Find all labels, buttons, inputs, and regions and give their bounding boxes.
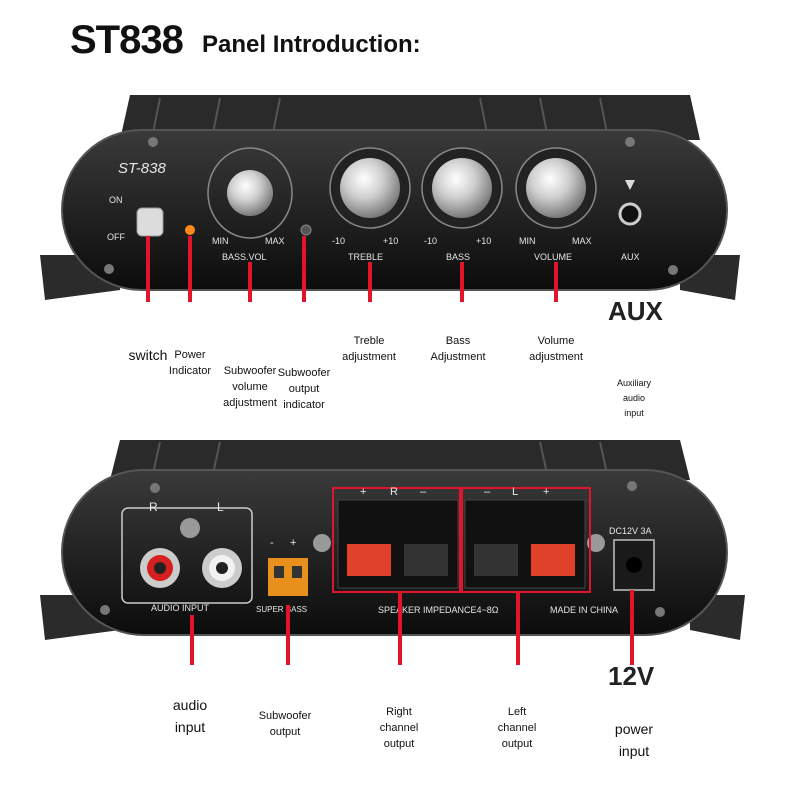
auxiliary-audio-input-label: Auxiliary audio input — [616, 378, 652, 418]
speaker-impedance-label: SPEAKER IMPEDANCE4~8Ω — [378, 605, 499, 615]
power-indicator-label: Power Indicator — [168, 349, 212, 377]
right-plus-terminal[interactable] — [347, 544, 391, 576]
left-channel-output-label: Left channel output — [497, 706, 537, 750]
super-bass-plus-label: + — [290, 537, 297, 549]
bass-min-label: -10 — [424, 236, 438, 246]
switch-callout-line — [146, 236, 150, 302]
left-plus-terminal[interactable] — [531, 544, 575, 576]
treble-min-label: -10 — [332, 236, 346, 246]
treble-max-label: +10 — [383, 236, 399, 246]
right-channel-box — [332, 487, 461, 593]
header-model: ST838 — [70, 18, 184, 62]
subwoofer-indicator-callout-line — [302, 236, 306, 302]
subwoofer-volume-callout-line — [248, 262, 252, 302]
twelve-volt-label: 12V — [608, 661, 655, 691]
volume-adjustment-label: Volume adjustment — [529, 335, 583, 363]
volume-max-label: MAX — [572, 236, 592, 246]
bass-vol-knob[interactable] — [227, 170, 273, 216]
left-minus-terminal[interactable] — [474, 544, 518, 576]
power-led — [185, 225, 195, 235]
super-bass-label: SUPER BASS — [256, 605, 308, 614]
dc-rating-label: DC12V 3A — [609, 526, 652, 536]
switch-on-label: ON — [109, 195, 123, 205]
left-plus-label: + — [543, 486, 550, 498]
right-minus-terminal[interactable] — [404, 544, 448, 576]
power-switch[interactable] — [136, 207, 164, 237]
power-indicator-callout-line — [188, 236, 192, 302]
left-channel-box — [461, 487, 591, 593]
right-channel-callout-line — [398, 592, 402, 665]
header-subtitle: Panel Introduction: — [202, 31, 421, 58]
audio-l-label: L — [217, 500, 224, 514]
bass-vol-min-label: MIN — [212, 236, 229, 246]
left-l-label: L — [512, 486, 519, 498]
super-bass-minus-label: - — [270, 537, 274, 549]
aux-arrow-icon — [625, 180, 635, 190]
right-channel-output-label: Right channel output — [379, 706, 419, 750]
left-minus-label: – — [484, 486, 491, 498]
bass-knob[interactable] — [432, 158, 492, 218]
treble-label: TREBLE — [348, 252, 384, 262]
treble-knob[interactable] — [340, 158, 400, 218]
switch-off-label: OFF — [107, 232, 125, 242]
treble-callout-line — [368, 262, 372, 302]
subwoofer-led — [300, 224, 312, 236]
aux-big-label: AUX — [608, 296, 663, 326]
power-input-label: power input — [614, 721, 654, 759]
audio-input-callout-label: audio input — [172, 697, 208, 735]
subwoofer-volume-label: Subwoofer volume adjustment — [223, 365, 277, 409]
left-channel-callout-line — [516, 592, 520, 665]
bass-label: BASS — [446, 252, 471, 262]
brand-label: ST-838 — [118, 160, 166, 177]
power-input-callout-line — [630, 590, 634, 665]
volume-callout-line — [554, 262, 558, 302]
aux-label: AUX — [621, 252, 640, 262]
bass-max-label: +10 — [476, 236, 492, 246]
audio-input-callout-line — [190, 615, 194, 665]
subwoofer-output-callout-line — [286, 605, 290, 665]
bass-vol-label: BASS.VOL — [222, 252, 267, 262]
subwoofer-output-indicator-label: Subwoofer output indicator — [277, 367, 331, 411]
bass-vol-max-label: MAX — [265, 236, 285, 246]
treble-adjustment-label: Treble adjustment — [342, 335, 396, 363]
switch-label: switch — [128, 347, 168, 363]
volume-label: VOLUME — [534, 252, 573, 262]
right-minus-label: – — [420, 486, 427, 498]
audio-input-label: AUDIO INPUT — [151, 603, 210, 613]
made-in-label: MADE IN CHINA — [550, 605, 619, 615]
volume-min-label: MIN — [519, 236, 536, 246]
subwoofer-output-label: Subwoofer output — [258, 710, 312, 738]
right-r-label: R — [390, 486, 398, 498]
aux-jack[interactable] — [618, 202, 642, 226]
screw-icon — [180, 518, 200, 538]
bass-adjustment-label: Bass Adjustment — [430, 335, 486, 363]
audio-r-label: R — [149, 500, 158, 514]
volume-knob[interactable] — [526, 158, 586, 218]
right-plus-label: + — [360, 486, 367, 498]
bass-callout-line — [460, 262, 464, 302]
